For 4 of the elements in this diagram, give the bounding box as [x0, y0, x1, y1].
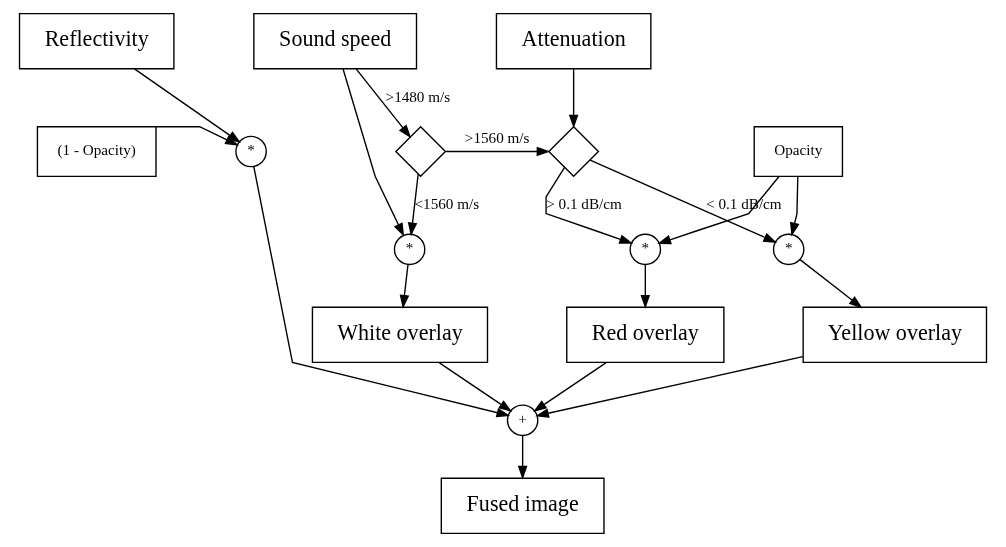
edge-label: >1560 m/s — [464, 128, 530, 146]
edge-label: <1560 m/s — [414, 195, 480, 213]
edge-label: > 0.1 dB/cm — [546, 195, 622, 213]
edge-label: >1480 m/s — [385, 87, 451, 105]
